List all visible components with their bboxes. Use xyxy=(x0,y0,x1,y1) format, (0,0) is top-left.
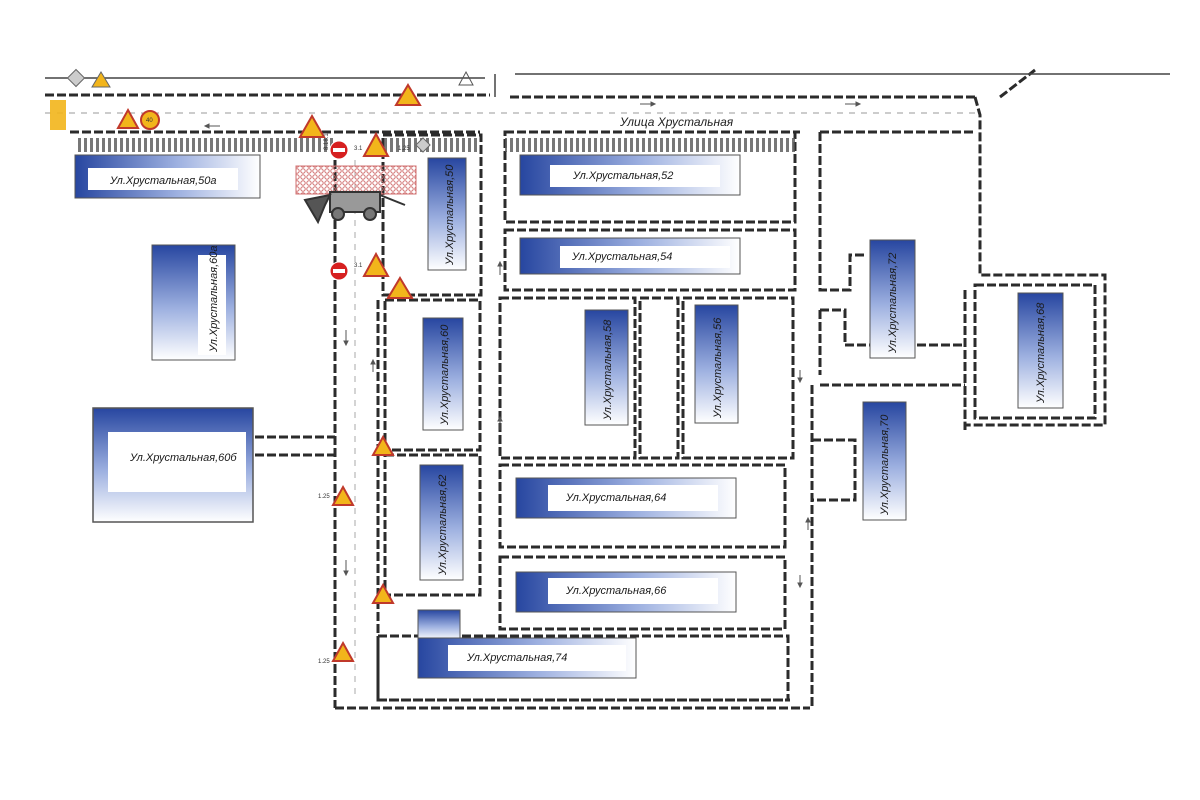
svg-text:Ул.Хрустальная,60: Ул.Хрустальная,60 xyxy=(439,324,451,426)
svg-text:Ул.Хрустальная,68: Ул.Хрустальная,68 xyxy=(1035,302,1047,404)
svg-text:Ул.Хрустальная,66: Ул.Хрустальная,66 xyxy=(565,585,667,597)
buildings: Ул.Хрустальная,50а Ул.Хрустальная,50 Ул.… xyxy=(74,154,1064,679)
warning-sign-top-left xyxy=(116,107,140,129)
no-entry-sign-top: 3.1 xyxy=(329,140,363,160)
barrier-stripes-left xyxy=(50,100,66,130)
svg-text:Ул.Хрустальная,52: Ул.Хрустальная,52 xyxy=(572,170,673,182)
no-entry-sign-bottom: 3.1 xyxy=(329,261,363,281)
building-66: Ул.Хрустальная,66 xyxy=(515,571,737,613)
roads xyxy=(45,68,1107,710)
building-72: Ул.Хрустальная,72 xyxy=(869,239,916,359)
svg-text:Ул.Хрустальная,50: Ул.Хрустальная,50 xyxy=(444,164,456,266)
warning-sign-top-center xyxy=(394,83,422,106)
street-name-label: Улица Хрустальная xyxy=(619,115,734,129)
road-works-sign-side-5: 1.25 xyxy=(318,640,355,665)
svg-text:Ул.Хрустальная,74: Ул.Хрустальная,74 xyxy=(466,652,567,664)
road-works-sign-side-4 xyxy=(371,582,395,604)
building-52: Ул.Хрустальная,52 xyxy=(519,154,741,196)
speed-limit-sign: 40 xyxy=(140,110,160,130)
building-50: Ул.Хрустальная,50 xyxy=(427,157,467,271)
building-56: Ул.Хрустальная,56 xyxy=(694,304,739,424)
pedestrian-crossing-east xyxy=(505,138,795,152)
svg-text:Ул.Хрустальная,60а: Ул.Хрустальная,60а xyxy=(208,246,220,353)
priority-sign-top-mid xyxy=(415,137,431,153)
svg-text:1.25: 1.25 xyxy=(318,494,330,500)
svg-text:Ул.Хрустальная,64: Ул.Хрустальная,64 xyxy=(565,492,666,504)
svg-text:3.1: 3.1 xyxy=(354,146,363,152)
svg-text:Ул.Хрустальная,62: Ул.Хрустальная,62 xyxy=(437,475,449,576)
building-60a: Ул.Хрустальная,60а xyxy=(151,244,236,361)
building-62: Ул.Хрустальная,62 xyxy=(419,464,464,581)
building-74: Ул.Хрустальная,74 xyxy=(417,609,637,679)
svg-text:Ул.Хрустальная,70: Ул.Хрустальная,70 xyxy=(879,414,891,516)
direction-arrows xyxy=(203,101,862,589)
svg-text:Ул.Хрустальная,60б: Ул.Хрустальная,60б xyxy=(129,452,237,464)
road-works-sign-top: 1.25 xyxy=(362,131,410,157)
building-58: Ул.Хрустальная,58 xyxy=(584,309,629,426)
svg-text:3.1: 3.1 xyxy=(354,263,363,269)
svg-text:40: 40 xyxy=(146,118,153,124)
pedestrian-crossing-west xyxy=(75,138,335,152)
road-works-sign-upper-left: 8.18.1 xyxy=(298,113,330,150)
construction-fence xyxy=(295,165,417,195)
building-50a: Ул.Хрустальная,50а xyxy=(74,154,261,199)
road-works-sign-side-2 xyxy=(371,434,395,456)
construction-zone xyxy=(295,165,417,225)
building-68: Ул.Хрустальная,68 xyxy=(1017,292,1064,409)
building-60: Ул.Хрустальная,60 xyxy=(422,317,464,431)
svg-text:1.25: 1.25 xyxy=(398,146,410,152)
building-60b: Ул.Хрустальная,60б xyxy=(92,407,254,523)
triangle-sign-top xyxy=(458,70,474,86)
top-road-lines xyxy=(45,73,1170,700)
svg-text:Ул.Хрустальная,50а: Ул.Хрустальная,50а xyxy=(109,175,216,187)
svg-text:Ул.Хрустальная,58: Ул.Хрустальная,58 xyxy=(602,319,614,421)
building-54: Ул.Хрустальная,54 xyxy=(519,237,741,275)
priority-sign-top-left xyxy=(66,68,111,88)
excavator-icon xyxy=(303,191,406,225)
svg-text:Ул.Хрустальная,54: Ул.Хрустальная,54 xyxy=(571,251,672,263)
road-works-sign-mid xyxy=(362,251,390,277)
svg-text:Ул.Хрустальная,56: Ул.Хрустальная,56 xyxy=(712,317,724,419)
svg-text:1.25: 1.25 xyxy=(318,659,330,665)
svg-text:Ул.Хрустальная,72: Ул.Хрустальная,72 xyxy=(887,253,899,354)
traffic-signs: 3.1 3.1 1.25 8.18.1 40 xyxy=(66,68,474,665)
road-works-sign-side-1 xyxy=(386,276,414,299)
svg-text:8.18.1: 8.18.1 xyxy=(324,133,330,150)
building-64: Ул.Хрустальная,64 xyxy=(515,477,737,519)
road-works-sign-side-3: 1.25 xyxy=(318,484,355,506)
building-70: Ул.Хрустальная,70 xyxy=(862,401,907,521)
